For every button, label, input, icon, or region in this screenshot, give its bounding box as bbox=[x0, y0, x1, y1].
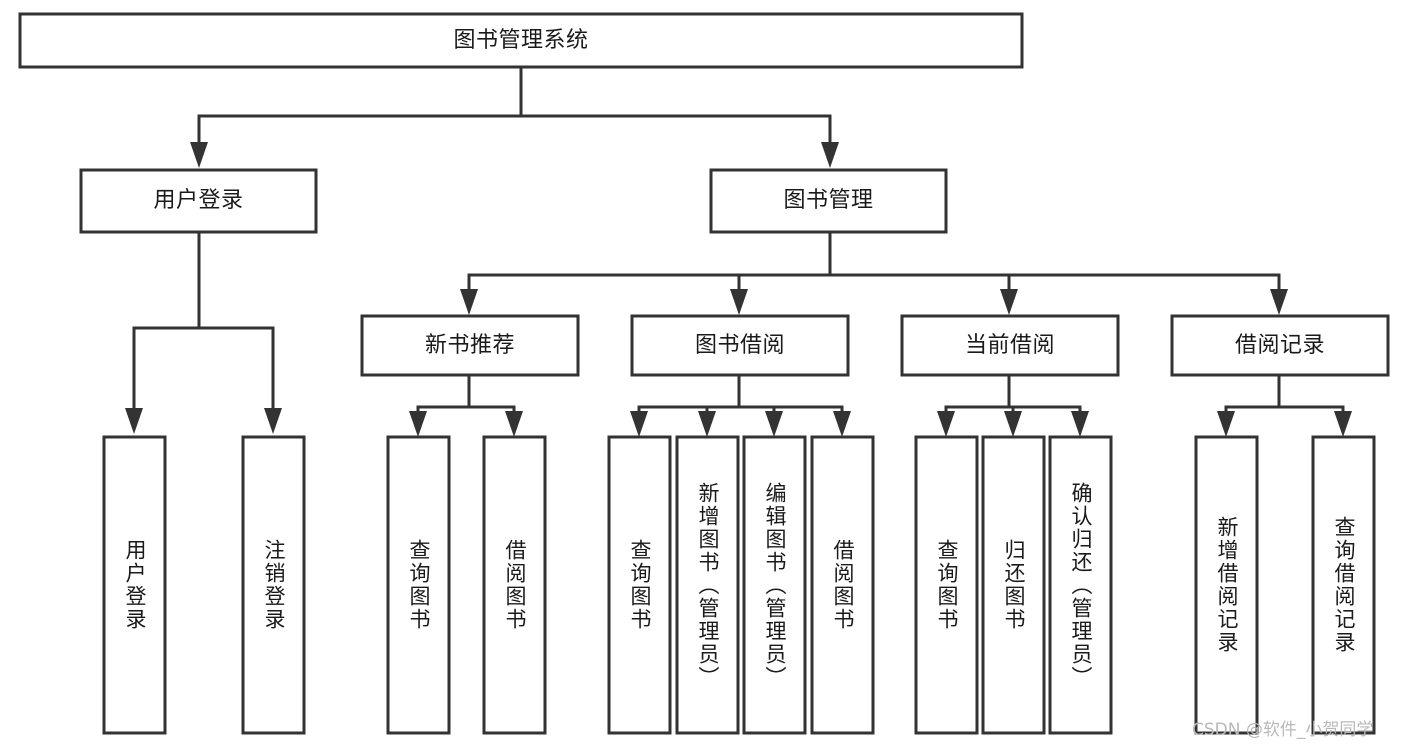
leaf-box-borrow-record-1[interactable] bbox=[1194, 435, 1259, 735]
leaf-box-book-borrow-4[interactable] bbox=[810, 435, 875, 735]
node-box-user-login[interactable] bbox=[79, 168, 318, 234]
csdn-watermark: CSDN @软件_小贺同学 bbox=[1192, 720, 1374, 740]
node-box-new-book-recommend[interactable] bbox=[360, 314, 580, 377]
leaf-box-book-borrow-1[interactable] bbox=[607, 435, 672, 735]
node-box-borrow-record[interactable] bbox=[1170, 314, 1390, 377]
leaf-box-new-book-1[interactable] bbox=[386, 435, 451, 735]
arrow-icon-borrow-record-leaf-2 bbox=[1334, 411, 1352, 437]
node-box-current-borrow[interactable] bbox=[900, 314, 1120, 377]
arrow-icon-book-borrow-leaf-2 bbox=[698, 411, 716, 437]
node-box-book-borrow[interactable] bbox=[630, 314, 850, 377]
arrow-icon-to-borrow-record bbox=[1270, 289, 1288, 315]
leaf-box-current-borrow-1[interactable] bbox=[914, 435, 979, 735]
leaf-box-book-borrow-3[interactable] bbox=[742, 435, 807, 735]
arrow-icon-current-borrow-leaf-1 bbox=[937, 411, 955, 437]
arrow-icon-book-borrow-leaf-1 bbox=[630, 411, 648, 437]
leaf-box-user-login-2[interactable] bbox=[241, 435, 306, 735]
leaf-box-book-borrow-2[interactable] bbox=[675, 435, 740, 735]
leaf-box-user-login-1[interactable] bbox=[102, 435, 167, 735]
arrow-icon-root-to-user-login bbox=[190, 142, 208, 168]
leaf-box-current-borrow-3[interactable] bbox=[1048, 435, 1113, 735]
arrow-icon-root-to-book-manage bbox=[821, 142, 839, 168]
arrow-icon-new-book-leaf-2 bbox=[505, 411, 523, 437]
arrow-icon-book-borrow-leaf-3 bbox=[765, 411, 783, 437]
arrow-icon-new-book-leaf-1 bbox=[409, 411, 427, 437]
arrow-icon-to-new-book bbox=[460, 289, 478, 315]
arrow-icon-to-book-borrow bbox=[730, 289, 748, 315]
arrow-icon-to-current-borrow bbox=[1000, 289, 1018, 315]
node-box-root[interactable] bbox=[18, 12, 1024, 69]
arrow-icon-user-login-leaf-2 bbox=[264, 408, 282, 434]
leaf-box-borrow-record-2[interactable] bbox=[1311, 435, 1376, 735]
leaf-box-current-borrow-2[interactable] bbox=[981, 435, 1046, 735]
arrow-icon-book-borrow-leaf-4 bbox=[833, 411, 851, 437]
arrow-icon-borrow-record-leaf-1 bbox=[1217, 411, 1235, 437]
node-box-book-manage[interactable] bbox=[709, 168, 948, 234]
arrow-icon-user-login-leaf-1 bbox=[125, 408, 143, 434]
arrow-icon-current-borrow-leaf-3 bbox=[1071, 411, 1089, 437]
leaf-box-new-book-2[interactable] bbox=[482, 435, 547, 735]
arrow-icon-current-borrow-leaf-2 bbox=[1004, 411, 1022, 437]
